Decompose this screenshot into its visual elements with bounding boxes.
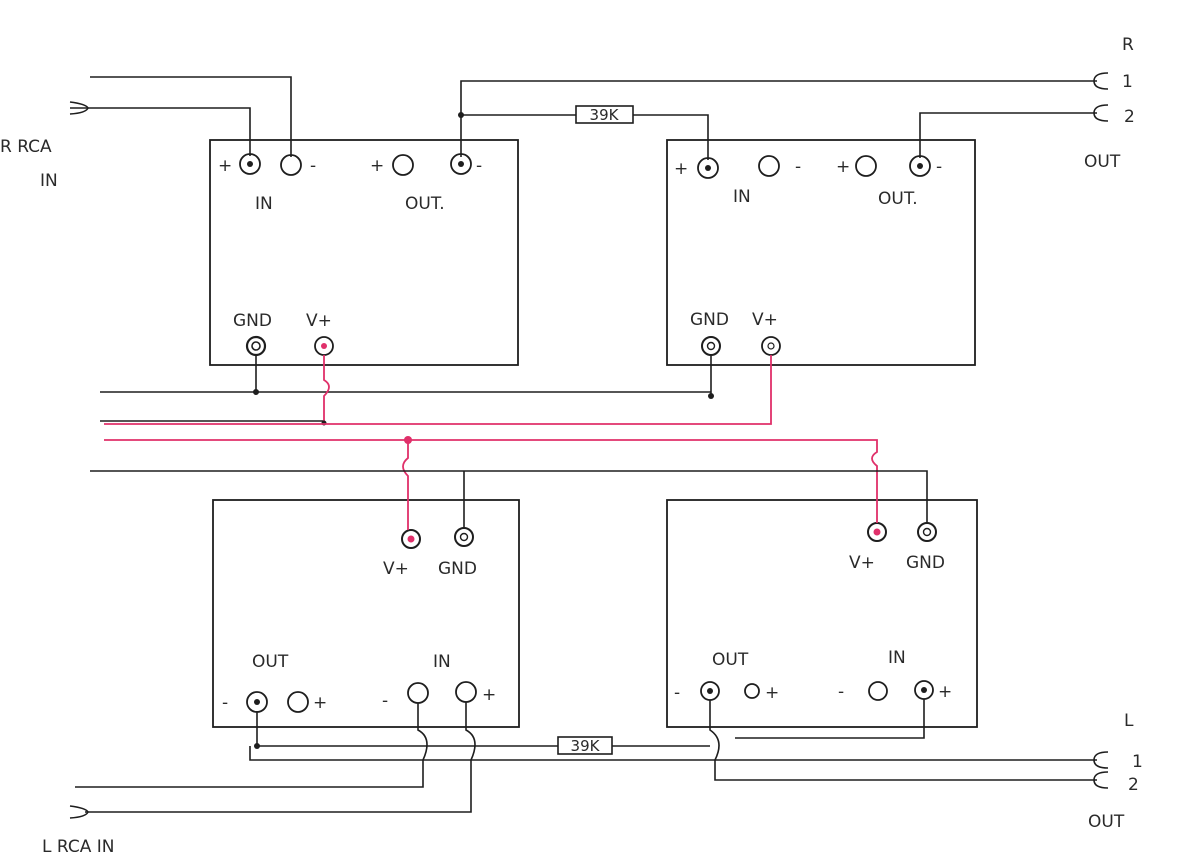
r-rca-plug [69,101,89,115]
module-bottom-right [666,499,978,728]
br-out-label: OUT [712,650,749,670]
br-in-label: IN [888,648,906,668]
tr-vplus-terminal [761,336,781,356]
r-out-1-jack [1093,72,1109,90]
resistor-top: 39K [575,105,634,124]
tl-gnd-label: GND [233,311,272,331]
l-rca-in-label: L RCA IN [42,837,114,857]
l-output-jacks [1093,751,1109,789]
bl-out-minus: - [222,693,228,713]
bottom-left-terminals: V+ GND OUT IN - + - + [222,527,496,713]
top-left-terminals: + - + - IN OUT. GND V+ [218,153,482,357]
l-rca-plug [69,805,89,819]
tl-out-minus: - [476,156,482,176]
l-out-2-label: 2 [1128,775,1139,795]
tr-out-plus-terminal [855,155,877,177]
bl-out-label: OUT [252,652,289,672]
bl-gnd-terminal [454,527,474,547]
tl-in-minus: - [310,156,316,176]
tl-gnd-terminal [245,335,267,357]
bl-vplus-terminal [401,529,421,549]
tr-in-plus: + [674,159,688,179]
tl-out-plus-terminal [392,154,414,176]
bl-in-minus-terminal [407,682,429,704]
r-rca-in-label-1: R RCA [0,137,52,157]
br-in-minus: - [838,682,844,702]
r-out-2-label: 2 [1124,107,1135,127]
top-signal-wires [69,76,1097,160]
bl-in-minus: - [382,691,388,711]
tl-in-plus: + [218,156,232,176]
l-out-channel-label: L [1124,711,1134,731]
tr-out-minus: - [936,157,942,177]
br-gnd-terminal [917,522,937,542]
tr-in-label: IN [733,187,751,207]
tr-gnd-label: GND [690,310,729,330]
r-out-label: OUT [1084,152,1121,172]
bottom-signal-wires [69,699,1097,819]
l-out-2-jack [1093,771,1109,789]
br-in-plus: + [938,682,952,702]
tl-out-plus: + [370,156,384,176]
tl-in-label: IN [255,194,273,214]
margin-labels: R RCA IN L RCA IN R 1 2 OUT L 1 2 OUT [0,35,1143,857]
tr-in-minus-terminal [758,155,780,177]
tl-in-minus-terminal [280,154,302,176]
br-out-minus: - [674,683,680,703]
tr-out-plus: + [836,157,850,177]
br-vplus-label: V+ [849,553,875,573]
tl-out-label: OUT. [405,194,445,214]
bottom-right-terminals: V+ GND OUT IN - + - + [674,522,952,703]
l-out-1-label: 1 [1132,752,1143,772]
module-top-left [209,139,519,366]
r-out-2-jack [1093,104,1109,122]
tr-vplus-label: V+ [752,310,778,330]
bl-in-plus-terminal [455,681,477,703]
br-out-plus: + [765,683,779,703]
r-rca-in-label-2: IN [40,171,58,191]
bl-gnd-label: GND [438,559,477,579]
resistor-top-value: 39K [590,106,620,124]
bl-out-plus-terminal [287,691,309,713]
module-top-right [666,139,976,366]
tl-vplus-label: V+ [306,311,332,331]
power-rails [90,355,928,530]
tr-gnd-terminal [701,336,721,356]
br-in-minus-terminal [868,681,888,701]
top-right-terminals: + - + - IN OUT. GND V+ [674,155,942,356]
r-out-1-label: 1 [1122,72,1133,92]
bl-in-label: IN [433,652,451,672]
resistor-bottom-value: 39K [571,737,601,755]
br-gnd-label: GND [906,553,945,573]
bl-in-plus: + [482,685,496,705]
r-out-channel-label: R [1122,35,1134,55]
tr-in-minus: - [795,157,801,177]
l-out-label: OUT [1088,812,1125,832]
module-bottom-left [212,499,520,728]
bl-vplus-label: V+ [383,559,409,579]
bl-out-plus: + [313,693,327,713]
r-output-jacks [1093,72,1109,122]
br-out-plus-terminal [744,683,760,699]
resistor-bottom: 39K [557,736,613,755]
tr-out-label: OUT. [878,189,918,209]
l-out-1-jack [1093,751,1109,769]
